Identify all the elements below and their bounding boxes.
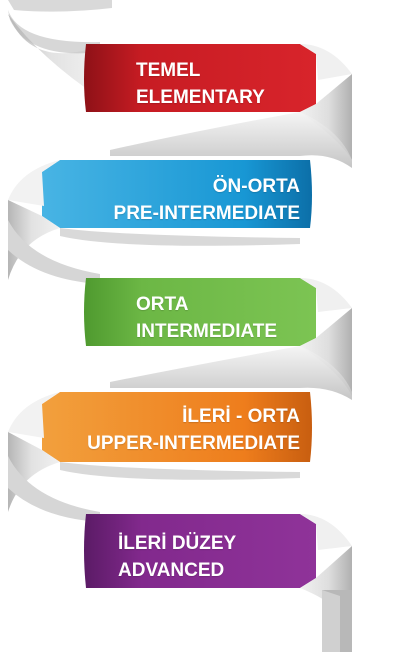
level-english-name: ELEMENTARY — [136, 87, 265, 108]
level-label-intermediate: ORTA INTERMEDIATE — [136, 291, 277, 345]
level-turkish-name: ÖN-ORTA — [212, 176, 300, 197]
level-turkish-name: ORTA — [136, 294, 189, 315]
level-turkish-name: TEMEL — [136, 60, 201, 81]
level-english-name: PRE-INTERMEDIATE — [113, 203, 300, 224]
level-turkish-name: İLERİ - ORTA — [182, 406, 300, 427]
ribbon-band-upper-intermediate — [8, 392, 312, 512]
ribbon-fold-top — [8, 0, 112, 98]
level-label-advanced: İLERİ DÜZEY ADVANCED — [118, 530, 236, 584]
level-label-elementary: TEMEL ELEMENTARY — [136, 57, 265, 111]
ribbon-band-elementary — [84, 44, 352, 160]
ribbon-fold-right-1 — [110, 112, 352, 168]
ribbon-fold-left-2 — [8, 220, 300, 284]
level-english-name: ADVANCED — [118, 560, 225, 581]
ribbon-fold-right-3 — [110, 346, 352, 400]
level-label-pre-intermediate: ÖN-ORTA PRE-INTERMEDIATE — [114, 173, 300, 227]
ribbon-fold-left-4 — [8, 456, 300, 522]
ribbon-band-pre-intermediate — [8, 160, 312, 280]
level-turkish-name: İLERİ DÜZEY — [118, 533, 237, 554]
ribbon-tail-bottom — [322, 590, 352, 652]
level-english-name: UPPER-INTERMEDIATE — [87, 433, 300, 454]
level-english-name: INTERMEDIATE — [136, 321, 278, 342]
level-label-upper-intermediate: İLERİ - ORTA UPPER-INTERMEDIATE — [87, 403, 300, 457]
